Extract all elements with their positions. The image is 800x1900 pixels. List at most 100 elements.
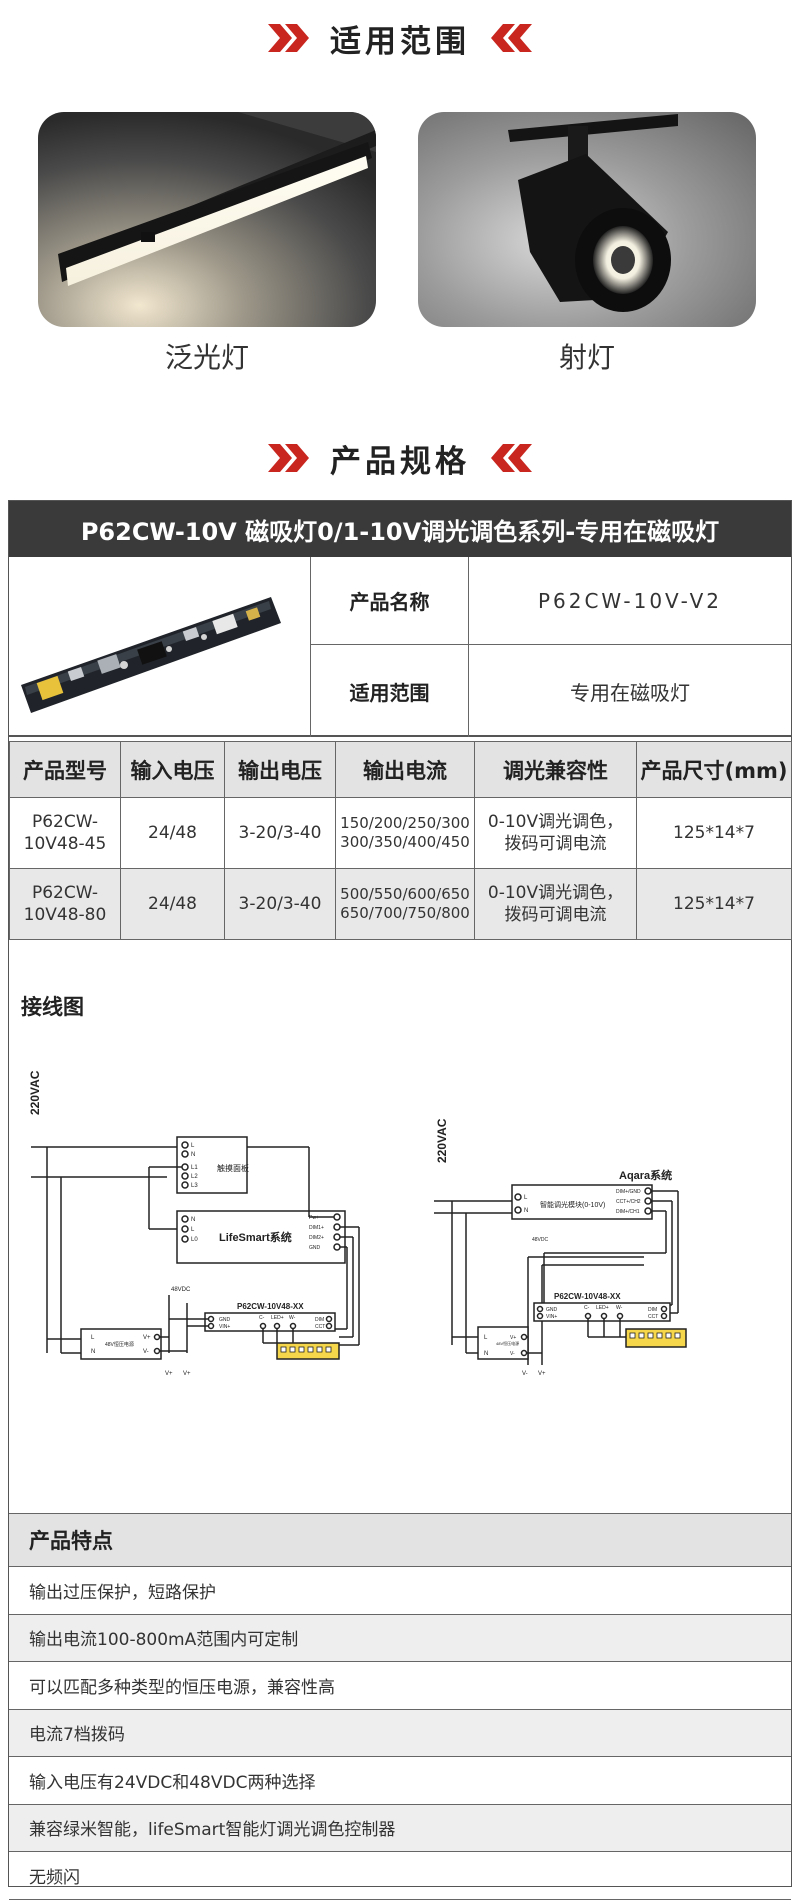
wiring-diagram-aqara: 220VAC Aqara系统 智能调光模块(0-10V) L N DIM+/GN… — [434, 1118, 687, 1377]
diagram-label: CCT+/CH2 — [616, 1199, 641, 1205]
diagram-label: LED+ — [596, 1305, 609, 1311]
section-title-text: 适用范围 — [330, 23, 470, 60]
diagram-label: N — [484, 1351, 488, 1357]
product-info: 产品名称 P62CW-10V-V2 适用范围 专用在磁吸灯 — [9, 557, 791, 737]
features-title: 产品特点 — [9, 1513, 791, 1567]
table-header: 产品型号 — [9, 741, 121, 798]
diagram-label: Pw+ — [309, 1215, 319, 1221]
diagram-label: L — [191, 1143, 195, 1149]
diagram-label: Aqara系统 — [619, 1168, 672, 1182]
diagram-label: DIM1+ — [309, 1225, 324, 1231]
section-title-text: 产品规格 — [330, 443, 470, 480]
cell-vout: 3-20/3-40 — [224, 868, 336, 940]
cell-dimming: 0-10V调光调色，拨码可调电流 — [474, 868, 637, 940]
diagram-label: W- — [289, 1315, 296, 1321]
diagram-label: W- — [616, 1305, 623, 1311]
cell-current: 500/550/600/650 650/700/750/800 — [335, 868, 475, 940]
wiring-diagram-lifesmart: 220VAC 触摸面板 L N L1 L2 L3 LifeSmart系统 N L… — [28, 1070, 360, 1377]
diagram-label: L — [524, 1195, 528, 1201]
feature-item: 无频闪 — [9, 1852, 791, 1900]
diagram-label: N — [191, 1152, 195, 1158]
feature-item: 输入电压有24VDC和48VDC两种选择 — [9, 1757, 791, 1805]
info-label-scope: 适用范围 — [311, 645, 469, 737]
pcb-board-icon — [21, 597, 281, 713]
diagram-label: L3 — [191, 1183, 198, 1189]
table-header: 调光兼容性 — [474, 741, 637, 798]
table-row: P62CW-10V48-80 24/48 3-20/3-40 500/550/6… — [9, 868, 792, 940]
table-header: 输出电流 — [335, 741, 475, 798]
cell-vout: 3-20/3-40 — [224, 797, 336, 869]
diagram-label: 智能调光模块(0-10V) — [540, 1200, 605, 1209]
diagram-label: V+ — [143, 1335, 151, 1341]
diagram-label: VIN+ — [219, 1324, 230, 1330]
table-row: P62CW-10V48-45 24/48 3-20/3-40 150/200/2… — [9, 797, 792, 869]
diagram-label: L — [191, 1227, 195, 1233]
feature-item: 输出电流100-800mA范围内可定制 — [9, 1614, 791, 1662]
track-spot-light-icon — [418, 112, 756, 327]
table-header: 产品尺寸(mm) — [636, 741, 792, 798]
diagram-label: N — [524, 1208, 528, 1214]
table-header: 输出电压 — [224, 741, 336, 798]
diagram-label: GND — [546, 1307, 558, 1313]
linear-flood-light-icon — [38, 112, 376, 327]
linear-flood-light-image — [38, 112, 376, 327]
feature-item: 可以匹配多种类型的恒压电源，兼容性高 — [9, 1662, 791, 1710]
info-value-scope: 专用在磁吸灯 — [570, 680, 690, 705]
diagram-label: DIM+/GND — [616, 1189, 641, 1195]
diagram-label: DIM2+ — [309, 1235, 324, 1241]
cell-model: P62CW-10V48-80 — [9, 868, 121, 940]
diagram-label: N — [191, 1217, 195, 1223]
diagram-label: DIM+/CH1 — [616, 1209, 640, 1215]
diagram-label: C- — [584, 1305, 590, 1311]
diagram-label: 48VDC — [532, 1237, 549, 1243]
diagram-label: P62CW-10V48-XX — [554, 1292, 621, 1301]
diagram-label: V+ — [183, 1371, 191, 1377]
pcb-driver-board-image — [9, 557, 311, 737]
diagram-label: V+ — [165, 1371, 173, 1377]
diagram-label: V+ — [510, 1335, 516, 1341]
diagram-label: L1 — [191, 1165, 198, 1171]
diagram-label: L0 — [191, 1237, 198, 1243]
diagram-label: V- — [522, 1371, 528, 1377]
application-label-flood: 泛光灯 — [164, 341, 249, 374]
diagram-label: LifeSmart系统 — [219, 1230, 292, 1244]
diagram-label: V- — [510, 1351, 515, 1357]
diagram-label: P62CW-10V48-XX — [237, 1302, 304, 1311]
diagram-label: GND — [219, 1317, 231, 1323]
diagram-label: C- — [259, 1315, 265, 1321]
diagram-label: N — [91, 1349, 95, 1355]
cell-vin: 24/48 — [120, 868, 225, 940]
table-header-row: 产品型号 输入电压 输出电压 输出电流 调光兼容性 产品尺寸(mm) — [9, 741, 792, 798]
diagram-label: L — [484, 1335, 488, 1341]
cell-dimming: 0-10V调光调色，拨码可调电流 — [474, 797, 637, 869]
feature-item: 电流7档拨码 — [9, 1709, 791, 1757]
diagram-label: 48VDC — [171, 1287, 191, 1293]
section-title-application: 适用范围 — [0, 8, 800, 68]
diagram-label: L2 — [191, 1174, 198, 1180]
spec-table: 产品型号 输入电压 输出电压 输出电流 调光兼容性 产品尺寸(mm) P62CW… — [9, 741, 792, 940]
info-label-name: 产品名称 — [311, 557, 469, 645]
cell-vin: 24/48 — [120, 797, 225, 869]
cell-current: 150/200/250/300 300/350/400/450 — [335, 797, 475, 869]
section-title-spec: 产品规格 — [0, 428, 800, 488]
diagram-label: DIM — [315, 1317, 324, 1323]
spec-panel: P62CW-10V 磁吸灯0/1-10V调光调色系列-专用在磁吸灯 产品名称 P… — [8, 500, 792, 1900]
diagram-label: 220VAC — [435, 1118, 449, 1163]
diagram-label: L — [91, 1335, 95, 1341]
chevron-right-icon — [268, 24, 310, 52]
cell-model: P62CW-10V48-45 — [9, 797, 121, 869]
diagram-label: DIM — [648, 1307, 657, 1313]
diagram-label: 触摸面板 — [217, 1163, 249, 1173]
spec-heading: P62CW-10V 磁吸灯0/1-10V调光调色系列-专用在磁吸灯 — [9, 501, 791, 557]
info-value-name: P62CW-10V-V2 — [469, 557, 791, 645]
table-header: 输入电压 — [120, 741, 225, 798]
features-section: 产品特点 输出过压保护，短路保护 输出电流100-800mA范围内可定制 可以匹… — [9, 1513, 791, 1900]
chevron-right-icon — [268, 444, 310, 472]
diagram-label: 48V恒压电源 — [105, 1341, 134, 1348]
feature-item: 兼容绿米智能，lifeSmart智能灯调光调色控制器 — [9, 1804, 791, 1852]
cell-size: 125*14*7 — [636, 868, 792, 940]
diagram-label: 220VAC — [28, 1070, 42, 1115]
wiring-title: 接线图 — [21, 995, 84, 1019]
diagram-label: 48V恒压电源 — [496, 1340, 519, 1346]
chevron-left-icon — [490, 24, 532, 52]
